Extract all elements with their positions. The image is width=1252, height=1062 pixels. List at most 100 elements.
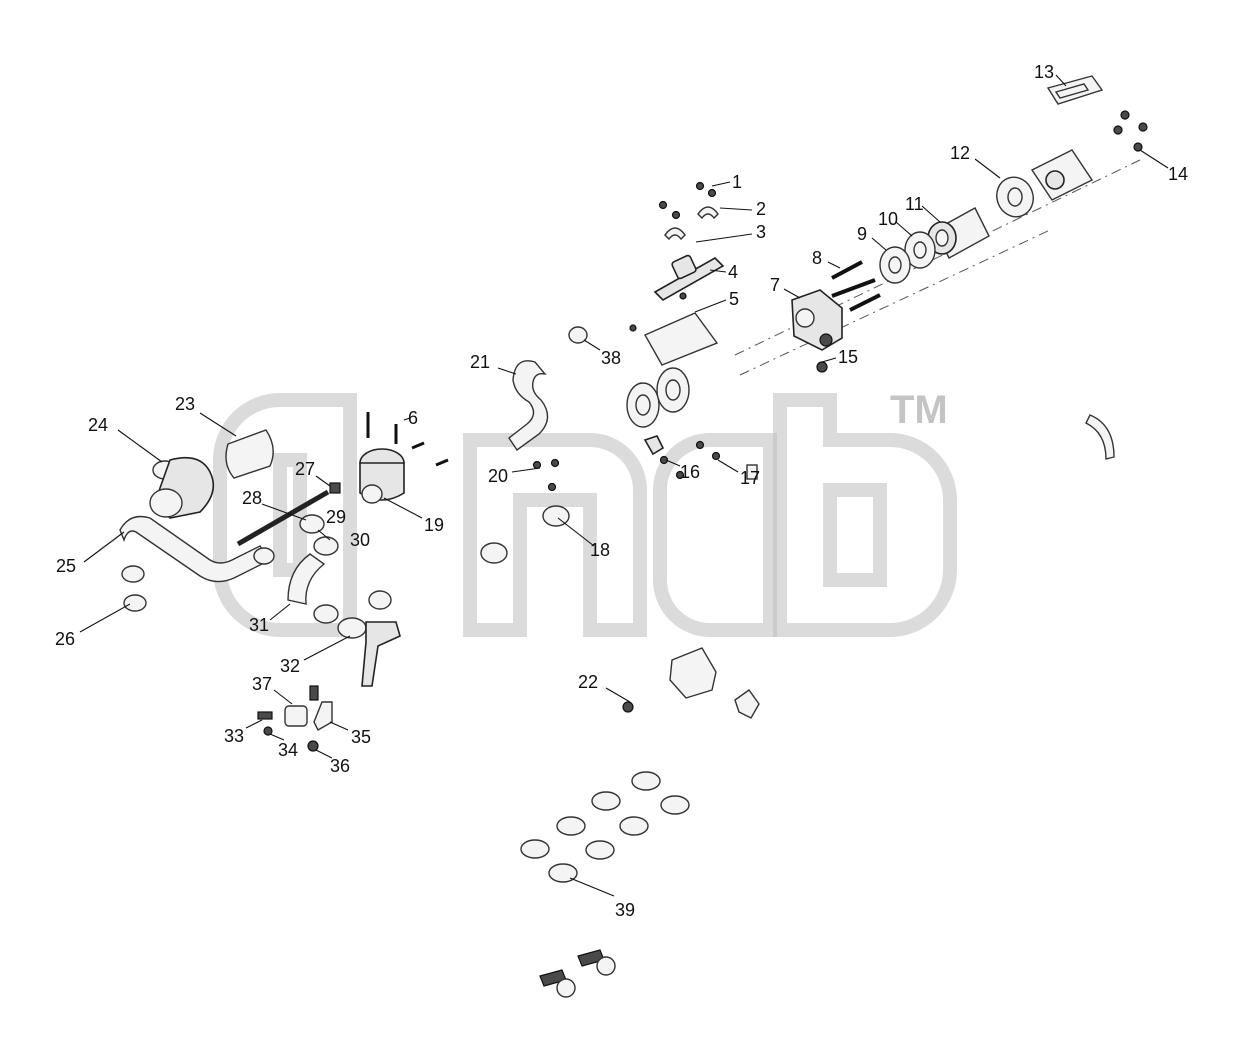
callout-17: 17 [740,468,760,488]
callout-11: 11 [905,194,924,214]
callout-35: 35 [351,727,371,747]
part-20-nut-c [547,482,557,492]
callout-37: 37 [252,674,272,694]
callout-16: 16 [680,462,700,482]
part-4-nut [679,292,687,300]
callout-24: 24 [88,415,108,435]
part-5-bracket-plate [644,312,719,366]
part-20-nut-a [532,460,542,470]
cover-plate [669,647,717,699]
part-7-valve-body [791,289,843,351]
part-3-clamp [664,227,686,241]
callout-5: 5 [729,289,739,309]
callout-36: 36 [330,756,350,776]
callout-29: 29 [326,507,346,527]
part-22-nut [622,701,634,713]
callout-33: 33 [224,726,244,746]
callout-23: 23 [175,394,195,414]
callout-2: 2 [756,199,766,219]
part-1-nuts [658,181,717,220]
part-8-studs [831,260,881,312]
callout-28: 28 [242,488,262,508]
part-19-valve [359,448,405,504]
part-4-tee-fitting [653,254,725,301]
part-30-clamp [313,536,339,556]
part-29-clamp [299,514,325,534]
part-35-bracket [313,701,333,731]
callout-7: 7 [770,275,780,295]
callout-31: 31 [249,615,269,635]
part-12-flange [996,176,1034,218]
callout-6: 6 [408,408,418,428]
part-34-nut [263,726,273,736]
callout-4: 4 [728,262,738,282]
callout-25: 25 [56,556,76,576]
part-9-gasket-hole [888,256,902,274]
callout-3: 3 [756,222,766,242]
part-10-gasket-hole [913,241,927,259]
part-18-clamp-lower [480,542,508,564]
part-24-elbow [149,456,215,519]
part-26-clamp [123,594,147,612]
part-16-elbow [643,435,665,456]
part-15-nut [816,361,828,373]
callout-26: 26 [55,629,75,649]
part-11-coupling [927,207,990,259]
callout-18: 18 [590,540,610,560]
part-16-nut-a [659,455,669,465]
part-25-clamp [121,565,145,583]
callout-14: 14 [1168,164,1188,184]
part-17-nut-b [711,451,721,461]
callout-19: 19 [424,515,444,535]
callout-9: 9 [857,224,867,244]
part-5-nut [629,324,637,332]
callout-32: 32 [280,656,300,676]
callout-38: 38 [601,348,621,368]
part-25-long-pipe [119,515,275,583]
callout-1: 1 [732,172,742,192]
callout-20: 20 [488,466,508,486]
part-31-hose [287,553,326,605]
small-bracket [734,689,760,719]
bottom-bolts [539,949,616,998]
part-20-nut-b [550,458,560,468]
part-33-bolt [257,711,273,720]
callout-12: 12 [950,143,970,163]
callout-numbers: 1 2 3 4 5 6 7 8 9 10 11 12 13 14 15 16 1… [55,62,1188,920]
callout-34: 34 [278,740,298,760]
part-6-bolts [366,412,449,467]
leader-lines [79,74,1169,897]
watermark-logo: TM [213,388,957,637]
part-39-washers [520,771,690,883]
part-36-nut [307,740,319,752]
part-2-clamp [697,206,719,220]
callout-27: 27 [295,459,315,479]
part-27-nut [329,482,341,494]
callout-8: 8 [812,248,822,268]
part-13-plate [1046,75,1104,105]
part-17-bolt [746,464,758,480]
callout-21: 21 [470,352,490,372]
part-28-rod [236,489,330,547]
part-14-bolts [1113,110,1148,152]
part-21-bent-pipe [508,360,549,451]
part-32-bracket [337,590,401,687]
part-17-nut-a [695,440,705,450]
part-38-ring [568,326,588,344]
watermark-tm: TM [890,388,948,432]
callout-22: 22 [578,672,598,692]
pump-housing-right [1030,149,1094,201]
callout-10: 10 [878,209,898,229]
callout-30: 30 [350,530,370,550]
callout-15: 15 [838,347,858,367]
right-partial-bracket [1085,414,1115,460]
callout-13: 13 [1034,62,1054,82]
part-31-clamp [313,604,339,624]
part-23-sleeve [225,429,274,479]
gasket-center-right-hole [665,379,681,401]
callout-39: 39 [615,900,635,920]
part-16-nut-b [675,470,685,480]
part-37-fitting [284,685,319,727]
gasket-center-left-hole [635,394,651,416]
